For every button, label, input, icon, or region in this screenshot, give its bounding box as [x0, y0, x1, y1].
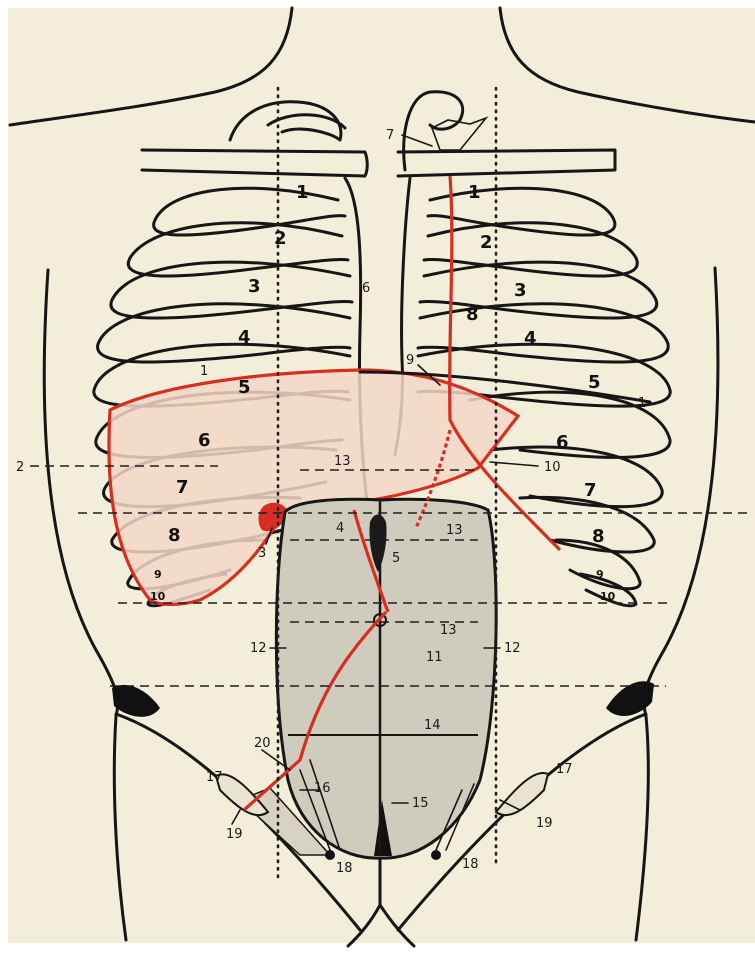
rib-label-l8-upper: 8	[466, 304, 479, 325]
rib-label-r7: 7	[176, 477, 189, 498]
callout-14: 14	[424, 718, 441, 733]
callout-2: 2	[16, 460, 24, 475]
rib-label-l7: 7	[584, 480, 597, 501]
callout-11: 11	[426, 650, 443, 665]
rib-label-l10: 10	[600, 590, 616, 603]
callout-5: 5	[392, 551, 400, 566]
rib-label-r4: 4	[238, 327, 251, 348]
callout-6: 6	[362, 281, 370, 296]
callout-19-right: 19	[226, 827, 243, 842]
callout-4: 4	[336, 521, 344, 536]
callout-15: 15	[412, 796, 429, 811]
rib-label-r5: 5	[238, 377, 251, 398]
callout-13-low: 13	[440, 623, 457, 638]
right-pubic-tubercle	[325, 850, 335, 860]
rib-label-r8: 8	[168, 525, 181, 546]
callout-20: 20	[254, 736, 271, 751]
rib-label-l5: 5	[588, 372, 601, 393]
rib-label-l4: 4	[524, 328, 537, 349]
rib-label-r2: 2	[274, 228, 287, 249]
callout-1-right: 1	[200, 364, 208, 379]
callout-13-top: 13	[334, 454, 351, 469]
callout-3: 3	[258, 546, 266, 561]
callout-12-left: 12	[504, 641, 521, 656]
callout-18-left: 18	[462, 857, 479, 872]
callout-17-right: 17	[206, 770, 223, 785]
rib-label-l2: 2	[480, 232, 493, 253]
rib-label-l3: 3	[514, 280, 527, 301]
left-pubic-tubercle	[431, 850, 441, 860]
rib-label-r6: 6	[198, 430, 211, 451]
rib-label-r3: 3	[248, 276, 261, 297]
callout-7: 7	[386, 128, 394, 143]
callout-19-left: 19	[536, 816, 553, 831]
rib-label-r1: 1	[296, 182, 309, 203]
rectus-abdominis-region	[276, 499, 496, 858]
callout-13-mid: 13	[446, 523, 463, 538]
rib-label-r9: 9	[154, 568, 162, 581]
callout-12-right: 12	[250, 641, 267, 656]
rib-label-r10: 10	[150, 590, 166, 603]
callout-18-right: 18	[336, 861, 353, 876]
rib-label-l1: 1	[468, 182, 481, 203]
callout-9: 9	[406, 353, 414, 368]
rib-label-l8: 8	[592, 526, 605, 547]
callout-10: 10	[544, 460, 561, 475]
callout-17-left: 17	[556, 762, 573, 777]
rib-label-l9: 9	[596, 568, 604, 581]
callout-16: 16	[314, 781, 331, 796]
rib-label-l6: 6	[556, 432, 569, 453]
callout-1-left: 1	[638, 396, 646, 411]
